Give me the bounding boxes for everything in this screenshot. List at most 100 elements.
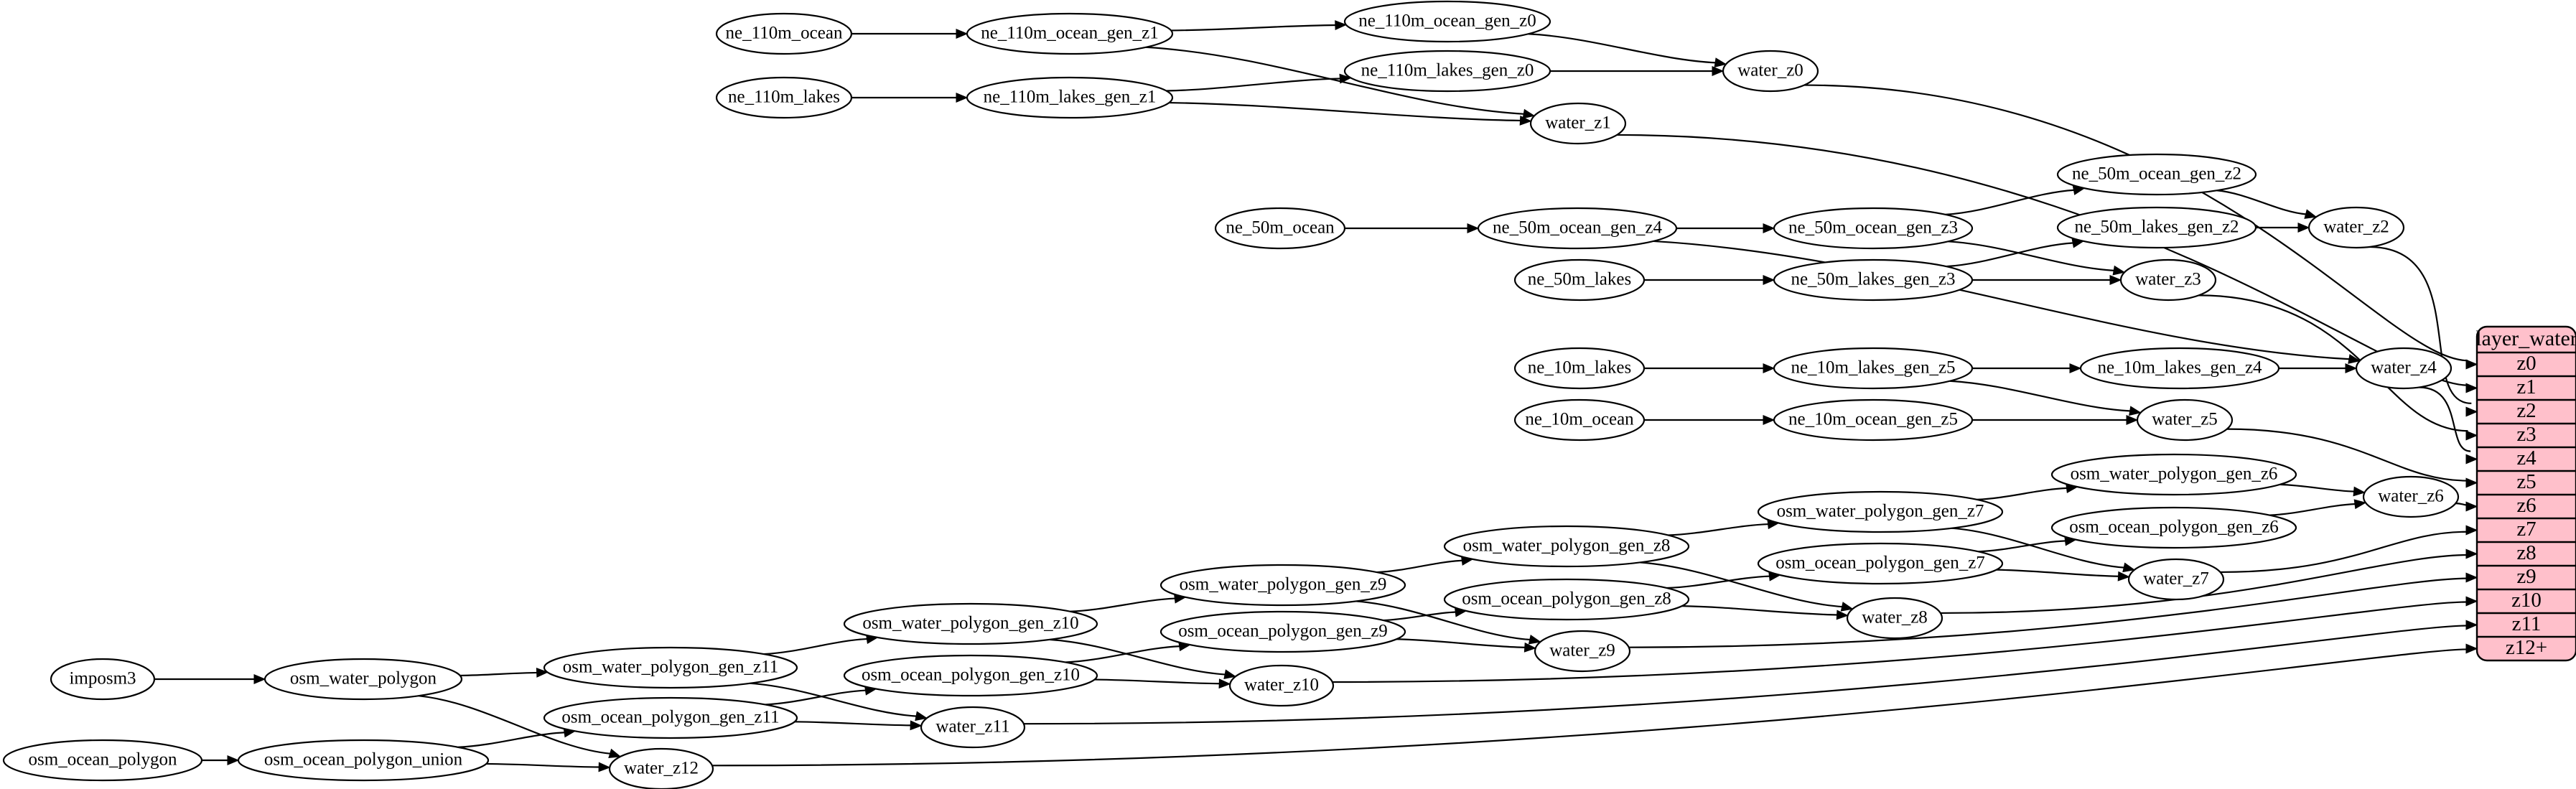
node-ellipse[interactable]	[1343, 0, 1551, 43]
node-ellipse[interactable]	[2079, 347, 2280, 390]
table-row-z6[interactable]: z6	[2477, 494, 2576, 518]
graph-node-water_z3[interactable]: water_z3	[2119, 258, 2217, 302]
graph-node-osm_water_polygon_gen_z11[interactable]: osm_water_polygon_gen_z11	[543, 646, 798, 689]
graph-node-osm_ocean_polygon_gen_z11[interactable]: osm_ocean_polygon_gen_z11	[543, 696, 798, 739]
node-ellipse[interactable]	[2119, 258, 2217, 302]
graph-node-osm_water_polygon_gen_z7[interactable]: osm_water_polygon_gen_z7	[1757, 490, 2004, 533]
graph-node-ne_50m_ocean[interactable]: ne_50m_ocean	[1214, 207, 1346, 250]
table-row-z0[interactable]: z0	[2477, 352, 2576, 376]
graph-node-osm_ocean_polygon_union[interactable]: osm_ocean_polygon_union	[237, 739, 490, 782]
graph-node-water_z10[interactable]: water_z10	[1228, 664, 1335, 707]
table-row-z12+[interactable]: z12+	[2477, 636, 2576, 660]
table-row-z2[interactable]: z2	[2477, 399, 2576, 424]
node-ellipse[interactable]	[1529, 102, 1627, 145]
graph-node-water_z0[interactable]: water_z0	[1722, 50, 1819, 93]
graph-node-osm_water_polygon_gen_z9[interactable]: osm_water_polygon_gen_z9	[1159, 564, 1406, 607]
table-row-z7[interactable]: z7	[2477, 518, 2576, 542]
node-ellipse[interactable]	[1773, 258, 1974, 302]
node-ellipse[interactable]	[1773, 398, 1974, 442]
graph-node-ne_50m_lakes_gen_z2[interactable]: ne_50m_lakes_gen_z2	[2056, 206, 2257, 249]
graph-node-water_z7[interactable]: water_z7	[2127, 558, 2225, 601]
table-row-z3[interactable]: z3	[2477, 423, 2576, 447]
node-ellipse[interactable]	[50, 658, 156, 701]
graph-node-ne_110m_lakes[interactable]: ne_110m_lakes	[715, 76, 853, 119]
graph-node-osm_ocean_polygon[interactable]: osm_ocean_polygon	[2, 739, 203, 782]
graph-node-water_z2[interactable]: water_z2	[2307, 206, 2405, 249]
node-ellipse[interactable]	[2050, 506, 2297, 549]
graph-node-osm_water_polygon_gen_z8[interactable]: osm_water_polygon_gen_z8	[1443, 525, 1690, 568]
node-ellipse[interactable]	[1343, 50, 1551, 93]
node-ellipse[interactable]	[1443, 525, 1690, 568]
graph-node-osm_water_polygon_gen_z10[interactable]: osm_water_polygon_gen_z10	[843, 602, 1098, 645]
node-ellipse[interactable]	[263, 658, 463, 701]
node-ellipse[interactable]	[237, 739, 490, 782]
graph-node-osm_water_polygon_gen_z6[interactable]: osm_water_polygon_gen_z6	[2050, 453, 2297, 496]
node-ellipse[interactable]	[2136, 398, 2234, 442]
node-ellipse[interactable]	[843, 602, 1098, 645]
graph-node-imposm3[interactable]: imposm3	[50, 658, 156, 701]
graph-node-ne_50m_ocean_gen_z3[interactable]: ne_50m_ocean_gen_z3	[1773, 207, 1974, 250]
node-ellipse[interactable]	[1846, 597, 1943, 640]
graph-node-water_z11[interactable]: water_z11	[920, 706, 1026, 749]
node-ellipse[interactable]	[1228, 664, 1335, 707]
node-ellipse[interactable]	[2050, 453, 2297, 496]
graph-node-ne_50m_lakes[interactable]: ne_50m_lakes	[1513, 258, 1646, 302]
graph-node-water_z4[interactable]: water_z4	[2355, 347, 2453, 390]
node-ellipse[interactable]	[843, 654, 1098, 697]
graph-node-ne_50m_lakes_gen_z3[interactable]: ne_50m_lakes_gen_z3	[1773, 258, 1974, 302]
node-ellipse[interactable]	[920, 706, 1026, 749]
graph-node-water_z6[interactable]: water_z6	[2362, 475, 2460, 518]
node-ellipse[interactable]	[1757, 542, 2004, 585]
table-row-z9[interactable]: z9	[2477, 565, 2576, 589]
graph-node-water_z9[interactable]: water_z9	[1534, 630, 1631, 673]
graph-node-water_z8[interactable]: water_z8	[1846, 597, 1943, 640]
node-ellipse[interactable]	[1513, 398, 1646, 442]
node-ellipse[interactable]	[2307, 206, 2405, 249]
node-ellipse[interactable]	[2362, 475, 2460, 518]
node-ellipse[interactable]	[1534, 630, 1631, 673]
node-ellipse[interactable]	[2355, 347, 2453, 390]
node-ellipse[interactable]	[1159, 610, 1406, 653]
graph-node-osm_ocean_polygon_gen_z9[interactable]: osm_ocean_polygon_gen_z9	[1159, 610, 1406, 653]
layer-water-table[interactable]: layer_waterz0z1z2z3z4z5z6z7z8z9z10z11z12…	[2475, 325, 2576, 662]
node-ellipse[interactable]	[1757, 490, 2004, 533]
node-ellipse[interactable]	[966, 12, 1174, 55]
node-ellipse[interactable]	[543, 696, 798, 739]
node-ellipse[interactable]	[608, 747, 714, 789]
graph-node-water_z5[interactable]: water_z5	[2136, 398, 2234, 442]
node-ellipse[interactable]	[2127, 558, 2225, 601]
table-row-z11[interactable]: z11	[2477, 612, 2576, 637]
graph-node-osm_ocean_polygon_gen_z7[interactable]: osm_ocean_polygon_gen_z7	[1757, 542, 2004, 585]
graph-node-ne_50m_ocean_gen_z2[interactable]: ne_50m_ocean_gen_z2	[2056, 153, 2257, 196]
node-ellipse[interactable]	[1722, 50, 1819, 93]
table-row-z4[interactable]: z4	[2477, 447, 2576, 471]
graph-node-ne_50m_ocean_gen_z4[interactable]: ne_50m_ocean_gen_z4	[1477, 207, 1678, 250]
node-ellipse[interactable]	[1443, 578, 1690, 621]
node-ellipse[interactable]	[1513, 347, 1646, 390]
graph-node-ne_10m_lakes_gen_z4[interactable]: ne_10m_lakes_gen_z4	[2079, 347, 2280, 390]
graph-node-ne_110m_ocean_gen_z0[interactable]: ne_110m_ocean_gen_z0	[1343, 0, 1551, 43]
node-ellipse[interactable]	[1159, 564, 1406, 607]
node-ellipse[interactable]	[1773, 347, 1974, 390]
graph-node-ne_110m_lakes_gen_z1[interactable]: ne_110m_lakes_gen_z1	[966, 76, 1174, 119]
node-ellipse[interactable]	[1513, 258, 1646, 302]
table-row-z8[interactable]: z8	[2477, 541, 2576, 566]
node-ellipse[interactable]	[715, 12, 853, 55]
node-ellipse[interactable]	[2, 739, 203, 782]
graph-node-ne_10m_ocean_gen_z5[interactable]: ne_10m_ocean_gen_z5	[1773, 398, 1974, 442]
graph-node-water_z1[interactable]: water_z1	[1529, 102, 1627, 145]
graph-node-ne_110m_ocean_gen_z1[interactable]: ne_110m_ocean_gen_z1	[966, 12, 1174, 55]
node-ellipse[interactable]	[1214, 207, 1346, 250]
table-row-z1[interactable]: z1	[2477, 375, 2576, 400]
node-ellipse[interactable]	[1477, 207, 1678, 250]
graph-node-ne_110m_ocean[interactable]: ne_110m_ocean	[715, 12, 853, 55]
table-row-z10[interactable]: z10	[2477, 589, 2576, 613]
graph-node-osm_ocean_polygon_gen_z8[interactable]: osm_ocean_polygon_gen_z8	[1443, 578, 1690, 621]
table-row-z5[interactable]: z5	[2477, 470, 2576, 495]
node-ellipse[interactable]	[715, 76, 853, 119]
graph-node-ne_10m_lakes_gen_z5[interactable]: ne_10m_lakes_gen_z5	[1773, 347, 1974, 390]
node-ellipse[interactable]	[1773, 207, 1974, 250]
graph-node-ne_10m_lakes[interactable]: ne_10m_lakes	[1513, 347, 1646, 390]
node-ellipse[interactable]	[543, 646, 798, 689]
graph-node-osm_water_polygon[interactable]: osm_water_polygon	[263, 658, 463, 701]
